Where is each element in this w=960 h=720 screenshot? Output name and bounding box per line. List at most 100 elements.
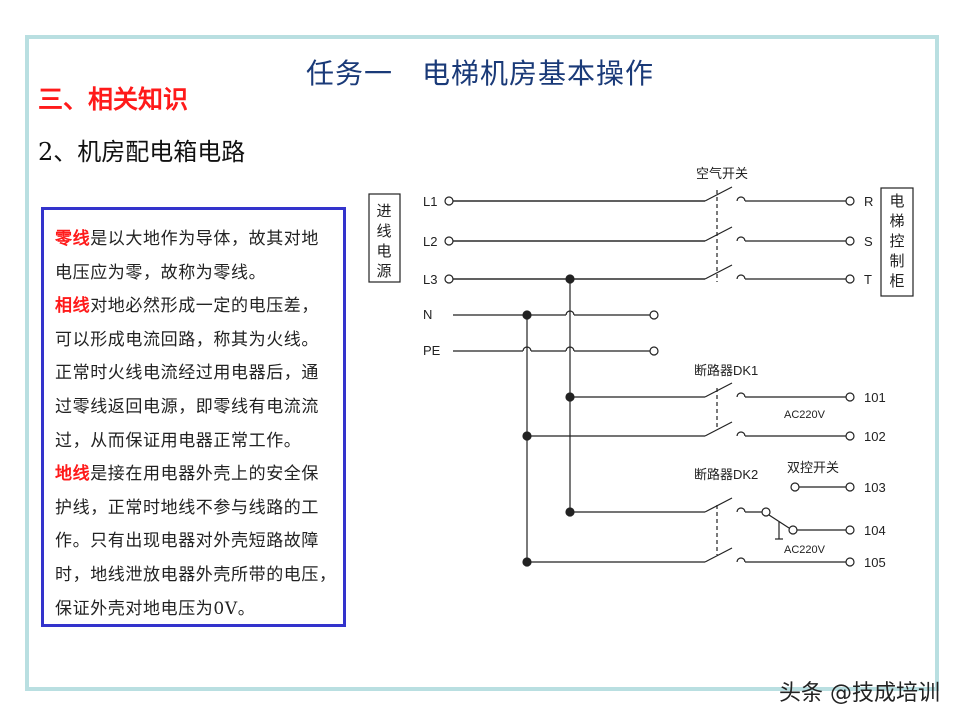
terminal-circle <box>444 274 454 284</box>
terminal-label-102: 102 <box>864 429 886 444</box>
note-text: 对地必然形成一定的电压差， <box>90 296 320 317</box>
cabinet-box-char: 柜 <box>889 273 904 290</box>
terminal-circle <box>649 346 659 356</box>
note-line: 作。只有出现电器对外壳短路故障 <box>55 526 319 551</box>
slide-frame <box>25 35 939 691</box>
switch-contact <box>736 431 746 437</box>
note-line: 零线是以大地作为导体，故其对地 <box>55 224 319 249</box>
subtitle: 2、机房配电箱电路 <box>38 138 246 166</box>
dk2-label: 断路器DK2 <box>694 467 758 482</box>
switch-contact <box>736 196 746 202</box>
note-line: 电压应为零，故称为零线。 <box>55 258 266 283</box>
switch-contact <box>736 274 746 280</box>
terminal-circle <box>845 525 855 535</box>
input-label-L1: L1 <box>423 194 437 209</box>
source-box <box>368 193 401 283</box>
dk1-label: 断路器DK1 <box>694 363 758 378</box>
section-heading: 三、相关知识 <box>38 85 189 114</box>
note-line: 过，从而保证用电器正常工作。 <box>55 426 301 451</box>
switch-blade <box>704 497 733 513</box>
two-way-pivot <box>761 507 771 517</box>
note-line: 时，地线泄放电器外壳所带的电压， <box>55 560 337 585</box>
terminal-circle <box>649 310 659 320</box>
cabinet-box <box>880 187 914 297</box>
note-line: 可以形成电流回路，称其为火线。 <box>55 325 319 350</box>
note-term: 零线 <box>55 229 91 249</box>
output-label-T: T <box>864 272 872 287</box>
output-label-R: R <box>864 194 873 209</box>
source-box-char: 线 <box>376 223 391 240</box>
terminal-circle <box>444 196 454 206</box>
junction-dot <box>522 557 532 567</box>
terminal-circle <box>845 274 855 284</box>
source-box-char: 电 <box>376 243 391 260</box>
terminal-label-105: 105 <box>864 555 886 570</box>
wire-hop <box>565 310 575 316</box>
ac220v-label-2: AC220V <box>784 544 826 556</box>
note-line: 保证外壳对地电压为0V。 <box>55 594 255 619</box>
switch-blade <box>704 547 733 563</box>
terminal-circle <box>845 431 855 441</box>
junction-dot <box>522 431 532 441</box>
switch-contact <box>736 507 746 513</box>
cabinet-box-char: 电 <box>889 193 904 210</box>
junction-dot <box>565 392 575 402</box>
source-box-char: 进 <box>376 203 391 220</box>
switch-blade <box>704 421 733 437</box>
ac220v-label: AC220V <box>784 409 826 421</box>
note-text: 过，从而保证用电器正常工作。 <box>55 430 302 451</box>
air-switch-label: 空气开关 <box>696 166 748 181</box>
note-line: 正常时火线电流经过用电器后，通 <box>55 358 319 383</box>
note-line: 地线是接在用电器外壳上的安全保 <box>55 459 319 484</box>
cabinet-box-char: 控 <box>889 233 904 250</box>
explanation-box: 零线是以大地作为导体，故其对地电压应为零，故称为零线。相线对地必然形成一定的电压… <box>41 207 346 627</box>
terminal-circle <box>788 525 798 535</box>
cabinet-box-char: 制 <box>889 253 904 270</box>
output-label-S: S <box>864 234 873 249</box>
note-term: 相线 <box>55 296 91 317</box>
cabinet-box-char: 梯 <box>889 213 904 230</box>
terminal-circle <box>444 236 454 246</box>
terminal-label-101: 101 <box>864 390 886 405</box>
two-way-switch-label: 双控开关 <box>787 460 839 475</box>
terminal-circle <box>845 236 855 246</box>
terminal-circle <box>845 557 855 567</box>
switch-contact <box>736 392 746 398</box>
note-text: 电压应为零，故称为零线。 <box>55 262 267 283</box>
watermark: 头条 @技成培训 <box>779 681 940 706</box>
terminal-circle <box>790 482 800 492</box>
note-text: 过零线返回电源，即零线有电流流 <box>55 397 319 417</box>
note-line: 过零线返回电源，即零线有电流流 <box>55 392 319 417</box>
note-term: 地线 <box>55 464 91 485</box>
switch-blade <box>704 186 733 202</box>
slide-title: 任务一 电梯机房基本操作 <box>305 57 654 90</box>
wire-hop <box>522 346 532 352</box>
terminal-label-103: 103 <box>864 480 886 495</box>
terminal-circle <box>845 392 855 402</box>
input-label-PE: PE <box>423 343 441 358</box>
junction-dot <box>522 310 532 320</box>
note-text: 正常时火线电流经过用电器后，通 <box>55 363 319 384</box>
wire-hop <box>565 346 575 352</box>
switch-contact <box>736 557 746 563</box>
switch-blade <box>704 264 733 280</box>
junction-dot <box>565 274 575 284</box>
terminal-circle <box>845 482 855 492</box>
junction-dot <box>565 507 575 517</box>
input-label-L2: L2 <box>423 234 437 249</box>
switch-blade <box>704 382 733 398</box>
two-way-blade <box>768 514 790 529</box>
input-label-N: N <box>423 307 432 322</box>
input-label-L3: L3 <box>423 272 437 287</box>
note-line: 护线，正常时地线不参与线路的工 <box>55 493 319 518</box>
switch-contact <box>736 236 746 242</box>
switch-blade <box>704 226 733 242</box>
note-text: 作。只有出现电器对外壳短路故障 <box>55 531 319 552</box>
note-text: 是接在用电器外壳上的安全保 <box>90 464 320 485</box>
note-text: 是以大地作为导体，故其对地 <box>90 229 320 249</box>
terminal-circle <box>845 196 855 206</box>
terminal-label-104: 104 <box>864 523 886 538</box>
source-box-char: 源 <box>376 263 391 280</box>
note-text: 时，地线泄放电器外壳所带的电压， <box>55 565 337 585</box>
